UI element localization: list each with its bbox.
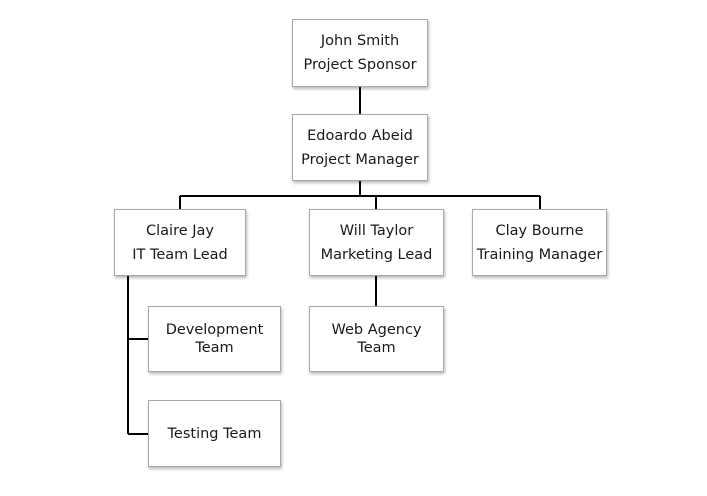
node-web-agency-team: Web Agency Team bbox=[309, 306, 444, 372]
node-name: Will Taylor bbox=[339, 222, 414, 239]
node-label-line1: Development bbox=[165, 322, 264, 338]
node-project-sponsor: John Smith Project Sponsor bbox=[292, 19, 428, 87]
node-label-line2: Team bbox=[195, 340, 234, 356]
node-role: Marketing Lead bbox=[320, 246, 433, 263]
node-it-team-lead: Claire Jay IT Team Lead bbox=[114, 209, 246, 276]
node-training-manager: Clay Bourne Training Manager bbox=[472, 209, 607, 276]
node-role: IT Team Lead bbox=[132, 246, 228, 263]
node-project-manager: Edoardo Abeid Project Manager bbox=[292, 114, 428, 181]
node-label-line2: Team bbox=[357, 340, 396, 356]
node-label: Testing Team bbox=[167, 425, 262, 442]
node-name: John Smith bbox=[320, 33, 400, 49]
node-role: Training Manager bbox=[476, 246, 603, 263]
node-name: Claire Jay bbox=[146, 222, 214, 239]
node-testing-team: Testing Team bbox=[148, 400, 281, 467]
node-marketing-lead: Will Taylor Marketing Lead bbox=[309, 209, 444, 276]
node-label-line1: Web Agency bbox=[331, 322, 422, 338]
node-role: Project Manager bbox=[301, 151, 419, 168]
node-name: Edoardo Abeid bbox=[307, 127, 413, 144]
node-role: Project Sponsor bbox=[303, 57, 417, 73]
node-name: Clay Bourne bbox=[495, 222, 584, 239]
node-development-team: Development Team bbox=[148, 306, 281, 372]
